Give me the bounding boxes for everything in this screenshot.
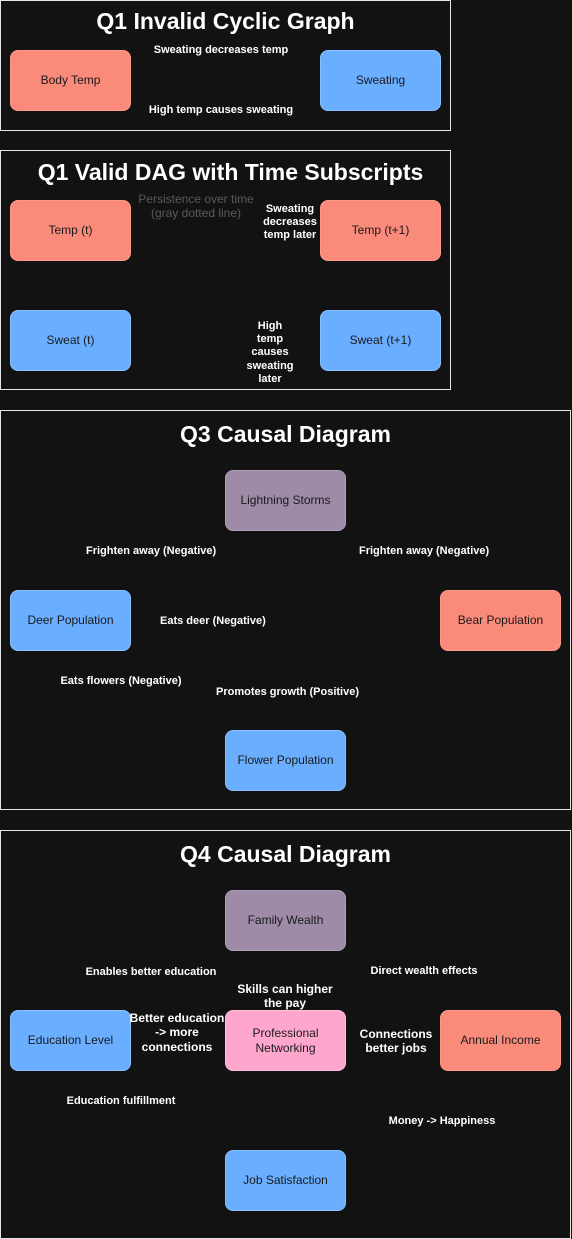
node-flower-population[interactable]: Flower Population [225,730,346,791]
edge-label-line: later [258,372,282,385]
node-label-line: Networking [255,1040,316,1055]
node-deer-population[interactable]: Deer Population [10,590,131,651]
node-sweat-t1[interactable]: Sweat (t+1) [320,310,441,371]
q1-cyclic-title: Q1 Invalid Cyclic Graph [96,8,355,34]
node-body-temp[interactable]: Body Temp [10,50,131,111]
edge-label-promotes-growth: Promotes growth (Positive) [216,686,360,698]
edge-label-connections-better-jobs: Connections better jobs [355,1027,437,1056]
edge-label-skills-higher-pay: Skills can higher the pay [230,982,340,1011]
node-annual-income[interactable]: Annual Income [440,1010,561,1071]
edge-label-line: Skills can higher [237,982,333,996]
q3-title: Q3 Causal Diagram [180,421,391,447]
edge-label-education-fulfillment: Education fulfillment [66,1095,176,1107]
edge-label-money-happiness: Money -> Happiness [388,1115,496,1127]
edge-label-line: Connections [359,1027,433,1041]
node-sweat-t[interactable]: Sweat (t) [10,310,131,371]
node-temp-t[interactable]: Temp (t) [10,200,131,261]
edge-label-high-temp-causes-sweating: High temp causes sweating [148,104,294,116]
edge-label-frighten-deer: Frighten away (Negative) [86,545,217,557]
edge-label-eats-deer: Eats deer (Negative) [160,615,266,627]
edge-label-line: -> more [155,1025,199,1040]
edge-label-line: causes [251,346,289,359]
edge-label-line: temp later [263,229,317,242]
persistence-note: Persistence over time (gray dotted line) [130,192,262,221]
edge-label-line: the pay [263,996,306,1011]
edge-label-sweating-decreases-temp: Sweating decreases temp [153,44,289,56]
edge-label-enables-better-education: Enables better education [85,966,217,978]
node-lightning-storms[interactable]: Lightning Storms [225,470,346,531]
node-job-satisfaction[interactable]: Job Satisfaction [225,1150,346,1211]
edge-label-direct-wealth-effects: Direct wealth effects [370,965,478,977]
edge-label-frighten-bear: Frighten away (Negative) [359,545,490,557]
edge-label-high-temp-causes-sweating-later: High temp causes sweating later [240,320,300,386]
edge-label-line: better jobs [365,1041,427,1056]
edge-label-line: Better education [129,1011,225,1025]
edge-label-line: temp [256,333,284,346]
node-temp-t1[interactable]: Temp (t+1) [320,200,441,261]
edge-label-line: connections [141,1039,213,1054]
edge-label-line: sweating [246,359,294,372]
edge-label-eats-flowers: Eats flowers (Negative) [60,675,182,687]
edge-label-line: Sweating [265,203,315,215]
q1-dag-title: Q1 Valid DAG with Time Subscripts [37,159,424,185]
edge-label-better-education-connections: Better education -> more connections [128,1011,226,1054]
node-education-level[interactable]: Education Level [10,1010,131,1071]
persistence-note-line2: (gray dotted line) [150,206,242,221]
edge-label-sweating-decreases-temp-later: Sweating decreases temp later [258,203,322,243]
edge-label-line: decreases [263,216,317,229]
node-family-wealth[interactable]: Family Wealth [225,890,346,951]
persistence-note-line1: Persistence over time [138,192,254,206]
node-sweating[interactable]: Sweating [320,50,441,111]
edge-label-line: High [257,320,283,332]
node-label-line: Professional [252,1025,319,1040]
node-professional-networking[interactable]: Professional Networking [225,1010,346,1071]
q4-title: Q4 Causal Diagram [180,841,391,867]
node-bear-population[interactable]: Bear Population [440,590,561,651]
